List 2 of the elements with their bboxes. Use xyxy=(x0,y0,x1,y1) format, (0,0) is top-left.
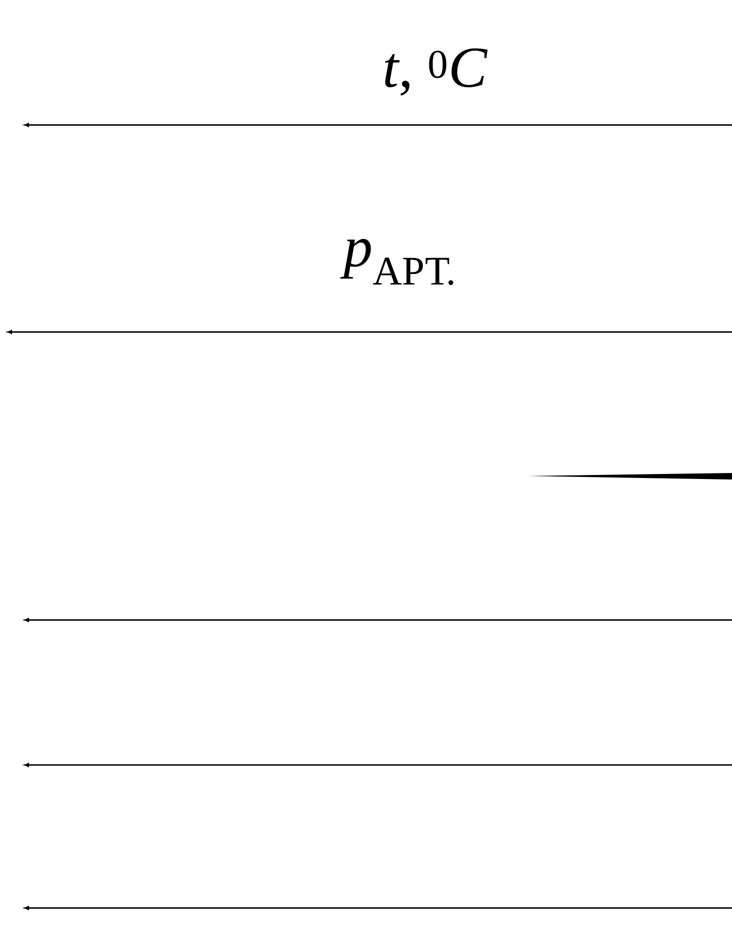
axis-label: t, $^{0}$C xyxy=(385,48,488,96)
axis-label: p$_{АРТ.}$ xyxy=(340,238,454,286)
